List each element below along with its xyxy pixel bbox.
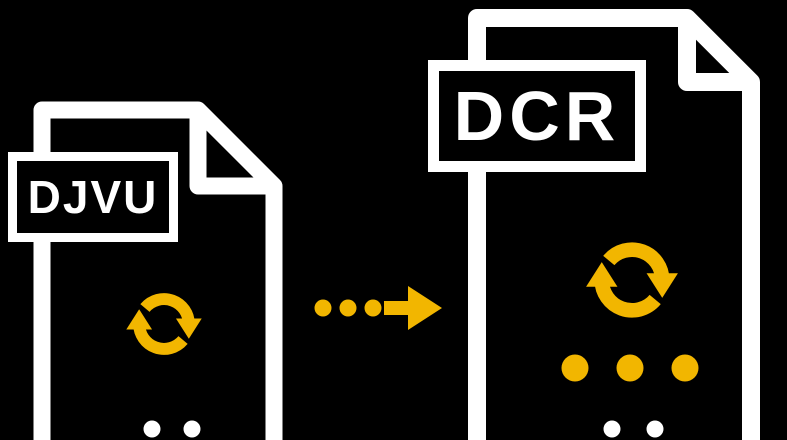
sync-arrow-bottom-icon bbox=[594, 279, 661, 318]
sync-arrowhead-icon bbox=[175, 318, 202, 339]
target-file-label-text: DCR bbox=[453, 77, 621, 155]
sync-arrowhead-icon bbox=[586, 262, 618, 287]
source-file-label: DJVU bbox=[8, 152, 178, 242]
target-folded-corner-icon bbox=[678, 13, 756, 91]
sync-arrowhead-icon bbox=[646, 273, 678, 298]
source-sync-icon bbox=[126, 293, 202, 355]
target-page-dot-icon bbox=[603, 420, 621, 438]
transfer-arrow-icon bbox=[314, 286, 442, 330]
target-file-label: DCR bbox=[428, 60, 646, 172]
source-document bbox=[33, 101, 283, 440]
target-ellipsis-dot-icon bbox=[671, 354, 699, 382]
sync-arrow-bottom-icon bbox=[133, 323, 188, 355]
source-page-dot-icon bbox=[183, 420, 201, 438]
target-ellipsis-dot-icon bbox=[616, 354, 644, 382]
arrow-head-icon bbox=[408, 286, 442, 330]
sync-arrowhead-icon bbox=[126, 309, 153, 330]
sync-arrow-top-icon bbox=[140, 293, 195, 325]
sync-arrow-top-icon bbox=[603, 242, 670, 281]
arrow-dot-icon bbox=[364, 299, 382, 317]
arrow-dot-icon bbox=[339, 299, 357, 317]
target-sync-icon bbox=[586, 242, 678, 318]
arrow-dot-icon bbox=[314, 299, 332, 317]
source-file-label-text: DJVU bbox=[27, 171, 159, 223]
source-folded-corner-icon bbox=[189, 105, 279, 195]
source-page-dot-icon bbox=[143, 420, 161, 438]
target-page-dot-icon bbox=[646, 420, 664, 438]
target-ellipsis-dot-icon bbox=[561, 354, 589, 382]
arrow-shaft-icon bbox=[384, 301, 412, 315]
